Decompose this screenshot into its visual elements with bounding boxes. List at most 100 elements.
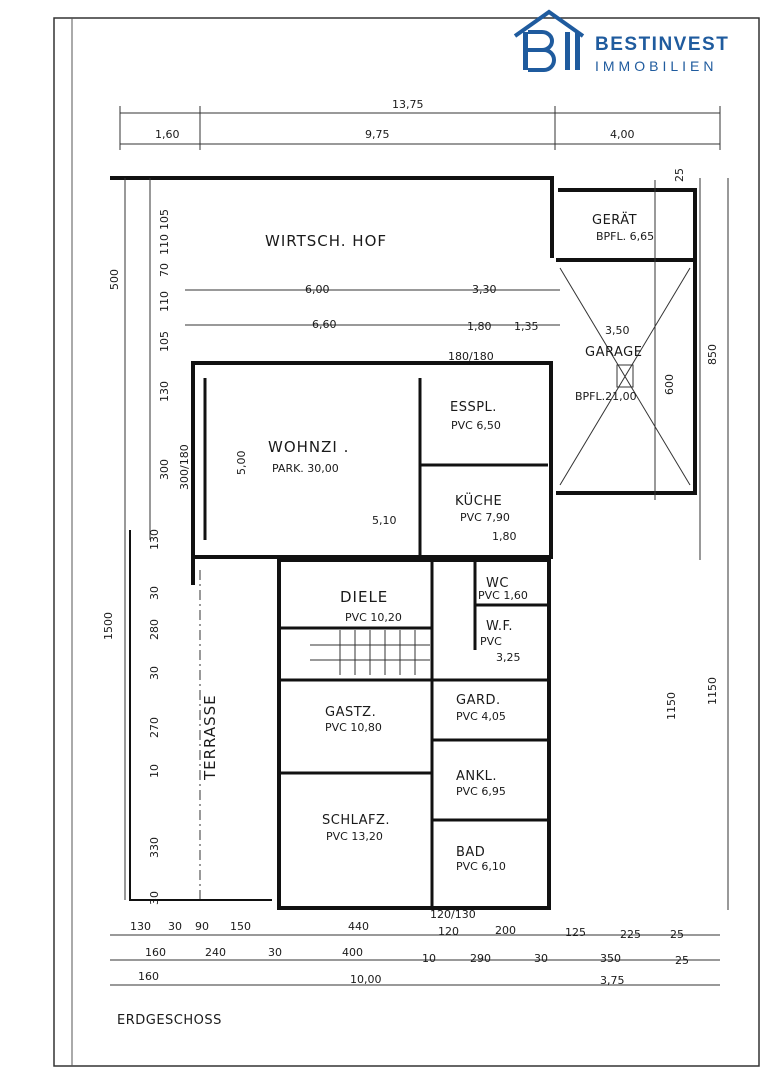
room-esspl: ESSPL. (450, 400, 497, 415)
dim-b1-10: 25 (670, 928, 684, 941)
room-bad: BAD (456, 845, 485, 860)
dim-b2-0: 160 (145, 946, 166, 959)
dim-b1-1: 30 (168, 920, 182, 933)
room-wf-floor: PVC (480, 635, 502, 648)
dim-b3-2: 3,75 (600, 974, 625, 987)
room-bad-floor: PVC 6,10 (456, 860, 506, 873)
dim-left-1500: 1500 (102, 612, 115, 640)
dim-left-30b: 30 (148, 666, 161, 680)
dim-j: 180/180 (448, 350, 494, 363)
terrace-outline (129, 530, 272, 901)
dim-left-280: 280 (148, 619, 161, 640)
room-geraet-floor: BPFL. 6,65 (596, 230, 654, 243)
room-wf: W.F. (486, 619, 513, 634)
dim-left-500: 500 (108, 269, 121, 290)
room-wohnzi-floor: PARK. 30,00 (272, 462, 339, 475)
dim-g: 1,80 (467, 320, 492, 333)
room-gard: GARD. (456, 693, 501, 708)
room-wf-area: 3,25 (496, 651, 521, 664)
room-gastz-floor: PVC 10,80 (325, 721, 382, 734)
room-kueche-floor: PVC 7,90 (460, 511, 510, 524)
dim-right-600: 600 (663, 374, 676, 395)
dim-b1-5: 120/130 (430, 908, 476, 921)
dim-b1-4: 440 (348, 920, 369, 933)
dim-b1-9: 225 (620, 928, 641, 941)
room-esspl-floor: PVC 6,50 (451, 419, 501, 432)
room-schlafz: SCHLAFZ. (322, 813, 390, 828)
dim-total-width: 13,75 (392, 98, 424, 111)
dim-b3-0: 160 (138, 970, 159, 983)
dim-right-1150: 1150 (706, 677, 719, 705)
dim-b2-5: 290 (470, 952, 491, 965)
bestinvest-logo: BESTINVEST IMMOBILIEN (509, 6, 749, 76)
dim-b2-7: 350 (600, 952, 621, 965)
room-geraet: GERÄT (592, 212, 637, 228)
dim-left-300: 300 (158, 459, 171, 480)
dim-l: 1,80 (492, 530, 517, 543)
garage-cross (559, 267, 691, 486)
dim-n: 300/180 (178, 444, 191, 490)
room-schlafz-floor: PVC 13,20 (326, 830, 383, 843)
dim-b2-6: 30 (534, 952, 548, 965)
room-gard-floor: PVC 4,05 (456, 710, 506, 723)
dim-b2-1: 240 (205, 946, 226, 959)
bottom-dimension-lines (110, 934, 720, 986)
dim-left-270: 270 (148, 717, 161, 738)
room-garage: GARAGE (585, 345, 642, 360)
dim-b1-3: 150 (230, 920, 251, 933)
house-bi-logo-icon (513, 9, 585, 72)
staircase (310, 630, 430, 675)
dim-k: 5,10 (372, 514, 397, 527)
dim-c: 4,00 (610, 128, 635, 141)
room-hof: WIRTSCH. HOF (265, 232, 387, 250)
dim-b1-6: 120 (438, 925, 459, 938)
outer-walls (110, 176, 697, 910)
room-gastz: GASTZ. (325, 705, 376, 720)
room-kueche: KÜCHE (455, 492, 502, 509)
room-wohnzi: WOHNZI . (268, 438, 349, 456)
dim-b1-8: 125 (565, 926, 586, 939)
top-dimension-lines (119, 106, 721, 326)
dim-left-105: 105 (158, 209, 171, 230)
room-wc-floor: PVC 1,60 (478, 589, 528, 602)
room-diele: DIELE (340, 588, 388, 606)
room-garage-floor: BPFL.21,00 (575, 390, 637, 403)
dim-b1-0: 130 (130, 920, 151, 933)
dim-left-130b: 130 (148, 529, 161, 550)
dim-right-850: 850 (706, 344, 719, 365)
dim-b2-8: 25 (675, 954, 689, 967)
dim-right-25: 25 (673, 168, 686, 182)
room-ankl-floor: PVC 6,95 (456, 785, 506, 798)
dim-e: 3,30 (472, 283, 497, 296)
dim-b2-4: 10 (422, 952, 436, 965)
logo-line2: IMMOBILIEN (595, 58, 718, 74)
room-diele-floor: PVC 10,20 (345, 611, 402, 624)
dim-left-330: 330 (148, 837, 161, 858)
dim-b3-1: 10,00 (350, 973, 382, 986)
dim-d: 6,00 (305, 283, 330, 296)
dim-right-1150b: 1150 (665, 692, 678, 720)
dim-h: 1,35 (514, 320, 539, 333)
right-dimension-lines (654, 178, 729, 910)
dim-left-10: 10 (148, 764, 161, 778)
floor-label: ERDGESCHOSS (117, 1013, 222, 1028)
room-terrasse: TERRASSE (201, 694, 219, 781)
room-wc: WC (486, 576, 509, 591)
dim-b2-3: 400 (342, 946, 363, 959)
dim-left-30: 30 (148, 586, 161, 600)
dim-b1-7: 200 (495, 924, 516, 937)
dim-b2-2: 30 (268, 946, 282, 959)
dim-left-130: 130 (158, 381, 171, 402)
left-dimension-lines (124, 178, 151, 900)
dim-left-70: 70 (158, 263, 171, 277)
inner-walls (203, 378, 549, 908)
dim-f: 6,60 (312, 318, 337, 331)
dim-i: 3,50 (605, 324, 630, 337)
dim-left-30c: 30 (148, 891, 161, 905)
dim-m: 5,00 (235, 451, 248, 476)
dim-a: 1,60 (155, 128, 180, 141)
dim-b1-2: 90 (195, 920, 209, 933)
room-ankl: ANKL. (456, 769, 497, 784)
